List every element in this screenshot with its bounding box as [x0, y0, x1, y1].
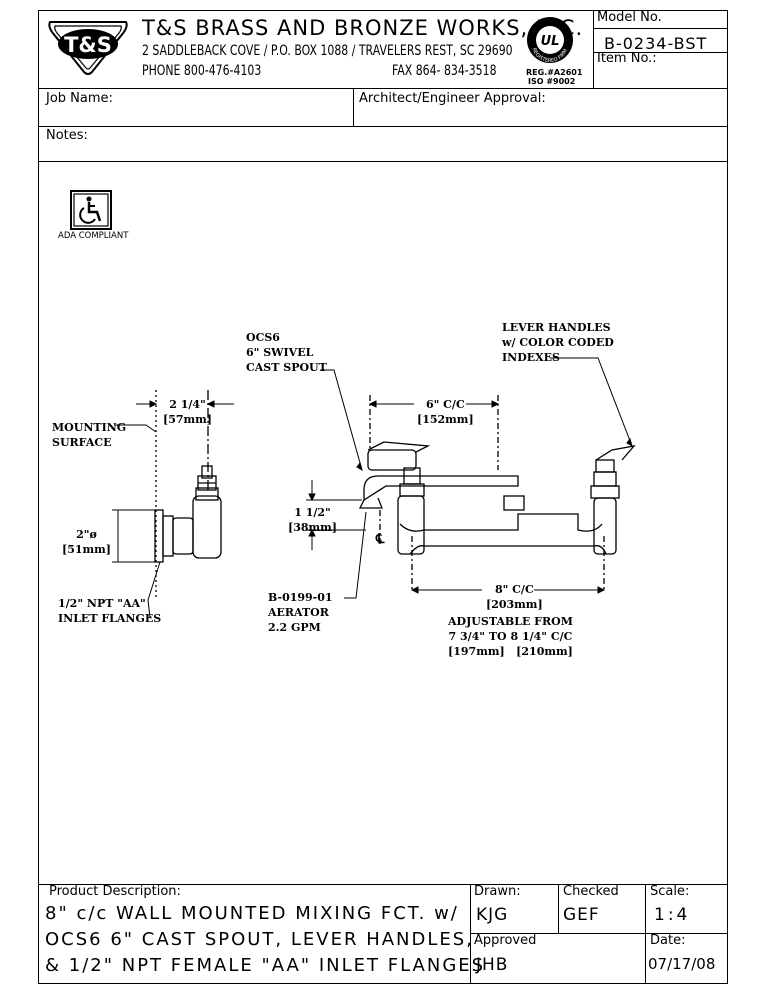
footer-divider-3: [645, 884, 646, 984]
dimension-lines: [112, 357, 633, 619]
job-rule: [38, 126, 728, 127]
reg-number: REG.#A2601: [526, 68, 583, 77]
logo-text: T&S: [64, 33, 112, 57]
dim-height: 1 1/2" [38mm]: [288, 506, 337, 534]
footer-divider-2: [558, 884, 559, 934]
ada-icon: [70, 190, 112, 230]
description-line-3: & 1/2" NPT FEMALE "AA" INLET FLANGES: [45, 955, 486, 976]
checked-value: GEF: [563, 905, 600, 925]
notes-rule: [38, 161, 728, 162]
description-line-2: OCS6 6" CAST SPOUT, LEVER HANDLES,: [45, 929, 474, 950]
sheet-frame: [38, 10, 728, 984]
drawn-value: KJG: [476, 905, 509, 925]
company-address: 2 SADDLEBACK COVE / P.O. BOX 1088 / TRAV…: [142, 43, 513, 59]
drawn-label: Drawn:: [474, 884, 521, 899]
front-view: [358, 395, 636, 590]
job-name-label: Job Name:: [46, 91, 113, 106]
callout-spout: OCS6 6" SWIVEL CAST SPOUT: [246, 331, 327, 374]
ada-label: ADA COMPLIANT: [58, 231, 129, 241]
model-line-top: [593, 28, 728, 29]
model-box-divider: [593, 10, 594, 88]
scale-label: Scale:: [650, 884, 690, 899]
date-label: Date:: [650, 933, 686, 948]
description-line-1: 8" c/c WALL MOUNTED MIXING FCT. w/: [45, 903, 459, 924]
company-name: T&S BRASS AND BRONZE WORKS, INC.: [142, 16, 584, 40]
architect-label: Architect/Engineer Approval:: [359, 91, 546, 106]
model-line-bottom: [593, 52, 728, 53]
callout-inlet-flanges: 1/2" NPT "AA" INLET FLANGES: [58, 597, 162, 625]
notes-label: Notes:: [46, 128, 88, 143]
checked-label: Checked: [563, 884, 619, 899]
company-phone: PHONE 800-476-4103: [142, 63, 262, 79]
callout-mounting: MOUNTING SURFACE: [52, 421, 127, 449]
dim-spout-cc: 6" C/C [152mm]: [417, 398, 474, 426]
dim-inlet-cc: 8" C/C [203mm]: [486, 583, 543, 611]
company-fax: FAX 864- 834-3518: [392, 63, 497, 79]
side-view: [154, 390, 222, 600]
footer-rule: [38, 884, 728, 885]
iso-number: ISO #9002: [528, 77, 576, 86]
header-rule: [38, 88, 728, 89]
ul-registered-seal: UL REGISTERED FIRM: [527, 17, 573, 64]
ul-mark: UL: [541, 34, 560, 49]
product-description-label: Product Description:: [49, 884, 181, 899]
dim-width: 2 1/4" [57mm]: [163, 398, 212, 426]
faucet-drawing: [112, 357, 636, 619]
approved-value: JHB: [476, 955, 509, 975]
centerline-symbol: ℄: [376, 532, 385, 547]
callout-handles: LEVER HANDLES w/ COLOR CODED INDEXES: [502, 321, 614, 364]
dim-flange-diameter: 2"ø [51mm]: [62, 528, 111, 556]
scale-value: 1:4: [654, 905, 691, 925]
model-label: Model No.: [597, 10, 662, 25]
callout-aerator: B-0199-01 AERATOR 2.2 GPM: [268, 591, 333, 634]
ts-logo: T&S: [48, 21, 128, 75]
model-number: B-0234-BST: [604, 34, 708, 53]
approved-label: Approved: [474, 933, 537, 948]
item-label: Item No.:: [597, 51, 657, 66]
footer-divider-1: [470, 884, 471, 984]
footer-mid-rule: [470, 933, 728, 934]
job-divider: [353, 88, 354, 126]
note-adjustable: ADJUSTABLE FROM 7 3/4" TO 8 1/4" C/C [19…: [448, 615, 573, 658]
date-value: 07/17/08: [648, 955, 716, 973]
